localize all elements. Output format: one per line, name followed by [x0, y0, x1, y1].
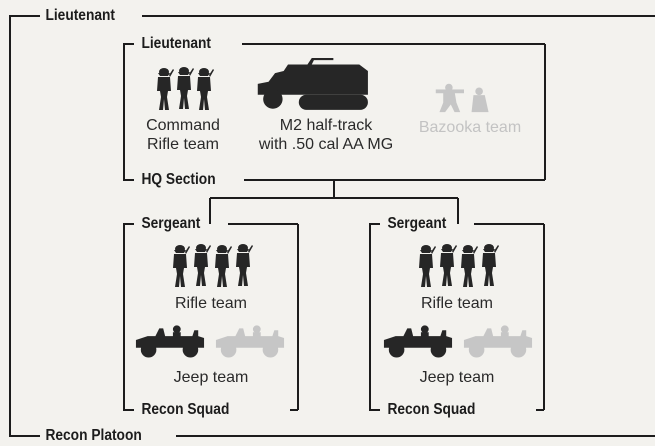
- squad-1-jeep-team-caption: Jeep team: [173, 369, 249, 386]
- squad-2-bracket: [369, 223, 380, 411]
- squad-1-jeep-faded-icon: [214, 320, 286, 360]
- bazooka-team-caption: Bazooka team: [418, 119, 522, 136]
- tree-connector: [209, 180, 459, 224]
- half-track-icon: [255, 58, 375, 112]
- command-rifle-team-caption-line1: Command: [146, 117, 220, 134]
- hq-commander-label: Lieutenant: [138, 35, 215, 53]
- hq-section-label: HQ Section: [138, 171, 220, 189]
- hq-section-bracket: [123, 43, 134, 181]
- platoon-commander-label: Lieutenant: [42, 7, 119, 25]
- squad-2-jeep-team-caption: Jeep team: [419, 369, 495, 386]
- platoon-bracket: [9, 15, 40, 437]
- squad-2-rifle-team-icon: [416, 243, 502, 289]
- squad-2-name-label: Recon Squad: [384, 401, 479, 419]
- half-track-caption-line2: with .50 cal AA MG: [258, 136, 394, 153]
- squad-2-jeep-icon: [382, 320, 454, 360]
- half-track-caption-line1: M2 half-track: [279, 117, 373, 134]
- squad-1-name-label: Recon Squad: [138, 401, 233, 419]
- squad-1-jeep-icon: [134, 320, 206, 360]
- squad-2-jeep-faded-icon: [462, 320, 534, 360]
- platoon-name-label: Recon Platoon: [42, 427, 146, 445]
- squad-2-leader-label: Sergeant: [384, 215, 450, 233]
- half-track-caption: M2 half-track with .50 cal AA MG: [259, 116, 393, 154]
- command-rifle-team-caption: Command Rifle team: [146, 116, 220, 154]
- squad-1-rifle-team-icon: [170, 243, 256, 289]
- squad-2-rifle-team-caption: Rifle team: [420, 295, 494, 312]
- command-rifle-team-icon: [154, 66, 216, 112]
- squad-1-bracket: [123, 223, 134, 411]
- squad-1-rifle-team-caption: Rifle team: [174, 295, 248, 312]
- squad-1-leader-label: Sergeant: [138, 215, 204, 233]
- command-rifle-team-caption-line2: Rifle team: [146, 136, 220, 153]
- bazooka-team-icon: [424, 80, 504, 114]
